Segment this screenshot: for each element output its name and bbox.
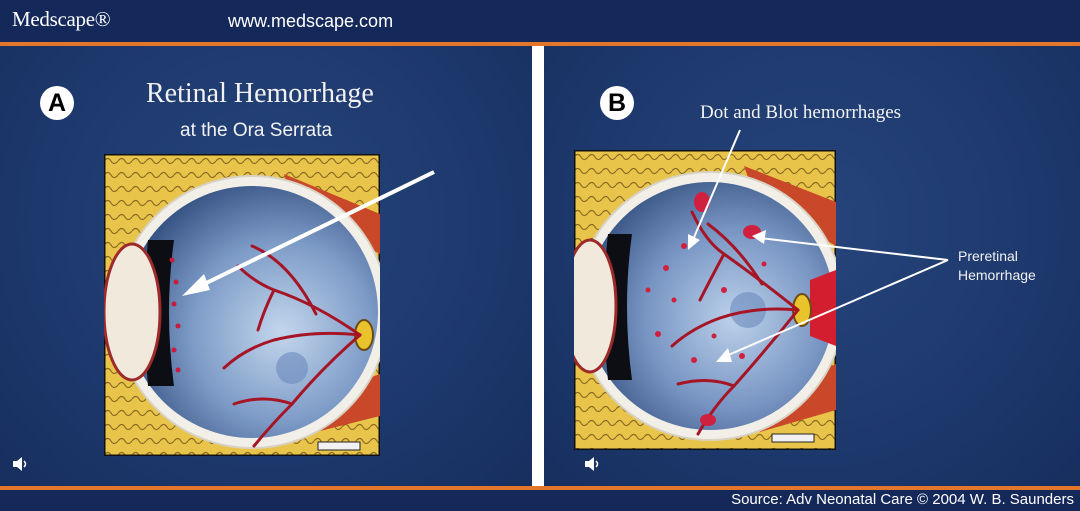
medscape-logo[interactable]: Medscape® <box>12 7 110 32</box>
panel-a-title: Retinal Hemorrhage <box>146 78 374 110</box>
panel-b: B Dot and Blot hemorrhages Preretinal He… <box>544 46 1080 486</box>
panel-a-letter-badge: A <box>40 86 74 120</box>
footer-bar: Source: Adv Neonatal Care © 2004 W. B. S… <box>0 490 1080 511</box>
speaker-icon[interactable] <box>584 456 602 472</box>
header-bar: Medscape® www.medscape.com <box>0 0 1080 42</box>
pointer-lines <box>544 46 1080 486</box>
panel-a-subtitle: at the Ora Serrata <box>180 120 332 142</box>
arrow-icon <box>170 166 440 306</box>
source-credit: Source: Adv Neonatal Care © 2004 W. B. S… <box>731 491 1074 508</box>
header-url[interactable]: www.medscape.com <box>228 11 393 32</box>
speaker-icon[interactable] <box>12 456 30 472</box>
panel-divider <box>532 46 544 486</box>
panel-a: A Retinal Hemorrhage at the Ora Serrata <box>0 46 532 486</box>
